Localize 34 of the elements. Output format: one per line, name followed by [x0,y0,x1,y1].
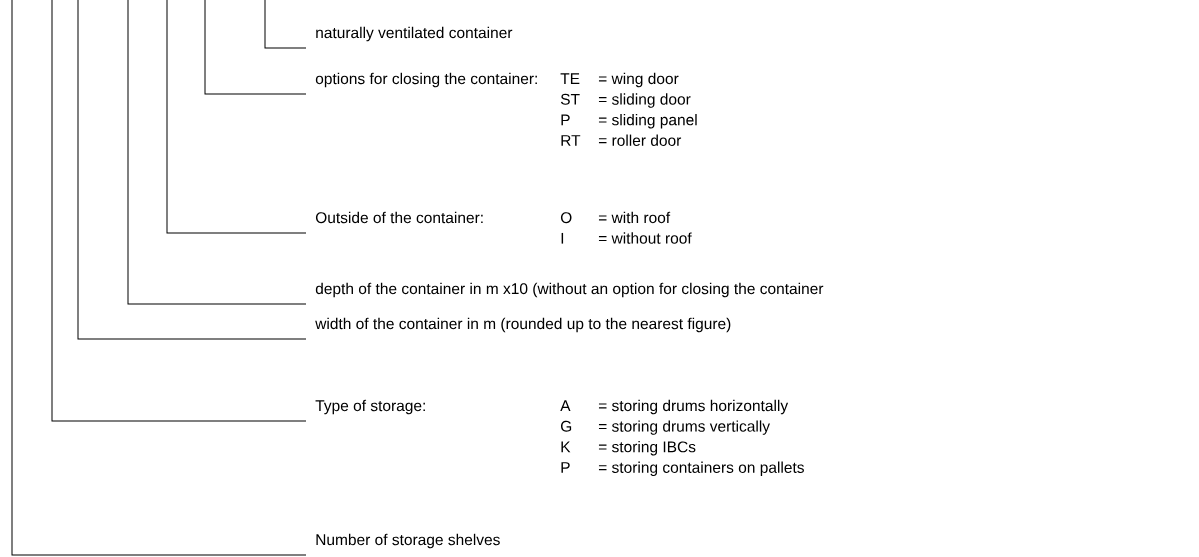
code-meaning: = storing containers on pallets [598,461,804,476]
code-meaning: = storing IBCs [598,441,696,456]
code-letter: O [560,212,572,224]
code-letter: P [561,462,570,473]
leader-line [264,0,307,49]
description-text: Number of storage shelves [316,533,500,549]
code-meaning: = storing drums vertically [598,420,770,435]
code-meaning: = sliding panel [598,113,697,129]
leader-line [166,0,307,234]
code-meaning: = sliding door [598,93,691,108]
description-text: Type of storage: [315,399,425,415]
code-letter: G [561,420,572,432]
code-letter: ST [560,93,580,105]
code-meaning: = roller door [598,134,682,146]
leader-line [77,0,307,340]
description-text: width of the container in m (rounded up to the nearest figure) [315,317,731,333]
code-letter: I [561,232,564,244]
code-meaning: = storing drums horizontally [598,399,789,415]
code-letter: P [561,114,570,126]
leader-line [11,0,307,556]
code-meaning: = with roof [598,211,671,224]
description-text: options for closing the container: [315,72,537,88]
code-letter: A [560,400,571,411]
code-letter: TE [560,73,580,84]
code-letter: RT [561,135,581,146]
leader-line [204,0,307,95]
code-meaning: = without roof [598,232,692,244]
code-letter: K [561,441,571,453]
description-text: naturally ventilated container [316,26,513,42]
leader-line [51,0,307,422]
leader-line [127,0,307,305]
description-text: depth of the container in m x10 (without an option for closing the container [315,282,824,298]
code-meaning: = wing door [598,72,679,88]
description-text: Outside of the container: [315,211,483,224]
